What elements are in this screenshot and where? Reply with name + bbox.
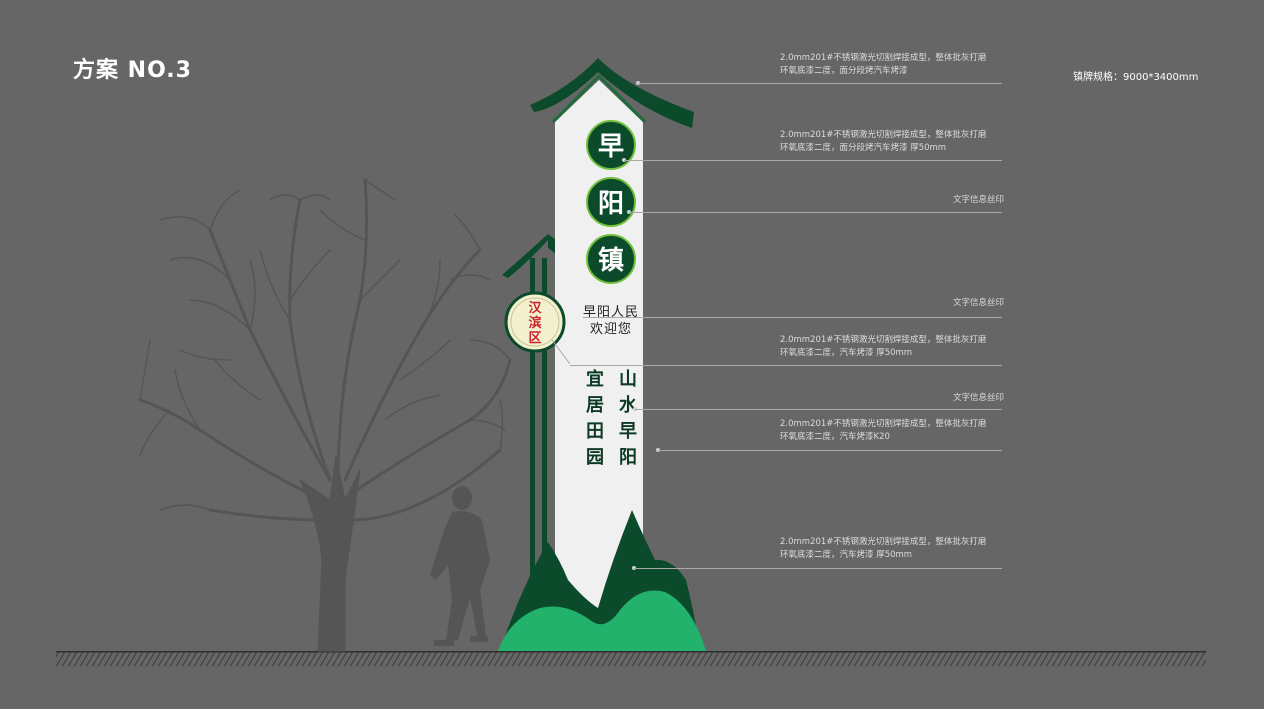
annotation-2-line2: 环氧底漆二度，面分段烤汽车烤漆 厚50mm — [780, 143, 947, 153]
main-char-1: 早 — [598, 132, 624, 162]
main-char-circle-3 — [586, 234, 636, 284]
sign-post-right — [542, 258, 547, 578]
main-char-circle-1 — [586, 120, 636, 170]
sign-post-left — [530, 258, 535, 578]
welcome-line-1: 早阳人民 — [583, 305, 639, 320]
slogan-col2-char-2: 水 — [619, 394, 638, 416]
leader-slogan — [635, 409, 1002, 410]
main-char-2: 阳 — [598, 189, 624, 219]
mountain-light — [498, 590, 706, 651]
slogan-col1-char-2: 居 — [586, 395, 604, 416]
ground-line — [56, 651, 1206, 653]
badge-char-1: 汉 — [528, 300, 542, 316]
annotation-5-line2: 环氧底漆二度，汽车烤漆 厚50mm — [780, 348, 913, 358]
annotation-4: 文字信息丝印 — [953, 297, 1004, 310]
badge-char-3: 区 — [528, 331, 541, 346]
annotation-5: 2.0mm201#不锈钢激光切割焊接成型，整体批灰打磨 环氧底漆二度，汽车烤漆 … — [780, 334, 986, 360]
annotation-7-line2: 环氧底漆二度，汽车烤漆K20 — [780, 432, 890, 442]
leader-badge — [570, 365, 1002, 366]
annotation-8: 2.0mm201#不锈钢激光切割焊接成型，整体批灰打磨 环氧底漆二度，汽车烤漆 … — [780, 536, 986, 562]
annotation-2-line1: 2.0mm201#不锈钢激光切割焊接成型，整体批灰打磨 — [780, 130, 987, 140]
annotation-7: 2.0mm201#不锈钢激光切割焊接成型，整体批灰打磨 环氧底漆二度，汽车烤漆K… — [780, 418, 986, 444]
main-char-circle-2 — [586, 177, 636, 227]
slogan-col2-char-1: 山 — [619, 369, 637, 390]
district-badge — [504, 291, 566, 353]
annotation-3-line1: 文字信息丝印 — [952, 195, 1004, 205]
leader-text1 — [629, 212, 1002, 213]
annotation-4-line1: 文字信息丝印 — [952, 298, 1004, 308]
annotation-8-line2: 环氧底漆二度，汽车烤漆 厚50mm — [780, 550, 913, 560]
annotation-7-line1: 2.0mm201#不锈钢激光切割焊接成型，整体批灰打磨 — [780, 419, 987, 429]
welcome-line-2: 欢迎您 — [590, 321, 632, 337]
annotation-3: 文字信息丝印 — [953, 194, 1004, 207]
annotation-1-line2: 环氧底漆二度，面分段烤汽车烤漆 — [780, 66, 908, 76]
sign-spec-label: 镇牌规格：9000*3400mm — [1073, 72, 1199, 83]
leader-roof — [638, 83, 1002, 84]
annotation-1: 2.0mm201#不锈钢激光切割焊接成型，整体批灰打磨 环氧底漆二度，面分段烤汽… — [780, 52, 986, 78]
ground-hatch — [56, 652, 1206, 666]
leader-circle — [624, 160, 1002, 161]
small-roof — [502, 234, 564, 278]
main-char-3: 镇 — [598, 246, 624, 276]
leader-panel — [658, 450, 1002, 451]
badge-leader — [551, 339, 571, 365]
annotation-8-line1: 2.0mm201#不锈钢激光切割焊接成型，整体批灰打磨 — [780, 537, 987, 547]
person-silhouette — [430, 486, 490, 646]
tree-silhouette — [138, 178, 512, 652]
annotation-6: 文字信息丝印 — [953, 392, 1004, 405]
leader-mountain — [634, 568, 1002, 569]
slogan-col1-char-4: 园 — [586, 447, 604, 468]
badge-char-2: 滨 — [528, 315, 541, 331]
slogan-col2-char-3: 早 — [619, 421, 637, 442]
main-roof — [530, 58, 694, 128]
annotation-5-line1: 2.0mm201#不锈钢激光切割焊接成型，整体批灰打磨 — [780, 335, 987, 345]
slogan-col2-char-4: 阳 — [619, 447, 637, 468]
page-title: 方案 NO.3 — [73, 58, 192, 83]
slogan-col1-char-3: 田 — [586, 421, 604, 442]
annotation-1-line1: 2.0mm201#不锈钢激光切割焊接成型，整体批灰打磨 — [780, 53, 987, 63]
annotation-2: 2.0mm201#不锈钢激光切割焊接成型，整体批灰打磨 环氧底漆二度，面分段烤汽… — [780, 129, 986, 155]
leader-welcome — [583, 317, 1002, 318]
annotation-6-line1: 文字信息丝印 — [952, 393, 1004, 403]
slogan-col1-char-1: 宜 — [586, 368, 604, 390]
